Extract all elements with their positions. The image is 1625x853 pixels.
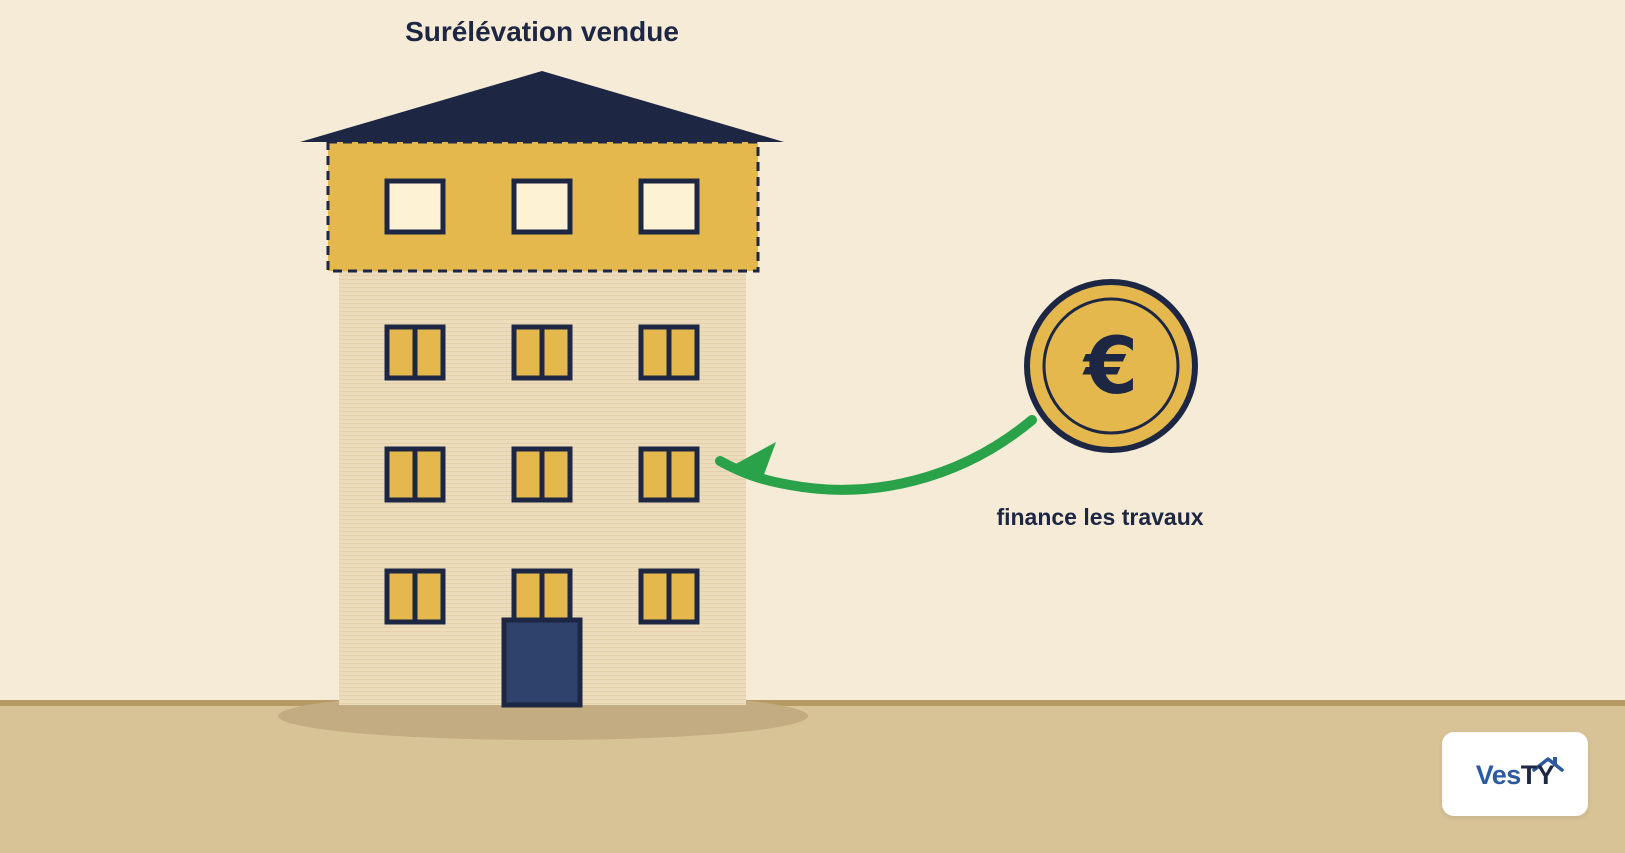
extension-title: Surélévation vendue: [405, 16, 679, 47]
building-window: [511, 568, 573, 625]
logo-text-part1: Ves: [1475, 760, 1522, 790]
building-window: [384, 446, 446, 503]
house-roof-icon: [1532, 757, 1564, 772]
ground-line: [0, 700, 1625, 706]
euro-coin: €: [1024, 279, 1198, 453]
funding-arrowhead: [732, 442, 776, 480]
extension-windows: [384, 178, 700, 235]
building-window: [511, 446, 573, 503]
building-window: [384, 324, 446, 381]
building-windows: [384, 324, 700, 625]
roof: [300, 71, 784, 142]
coin-caption: finance les travaux: [996, 504, 1204, 530]
extension-window: [511, 178, 573, 235]
vesty-logo[interactable]: VesTY: [1442, 732, 1588, 816]
building-window: [384, 568, 446, 625]
building-window: [511, 324, 573, 381]
building-door: [501, 617, 583, 708]
building-window: [638, 568, 700, 625]
logo-text: VesTY: [1442, 760, 1588, 791]
extension-window: [384, 178, 446, 235]
logo-text-part2: TY: [1520, 760, 1555, 790]
building-window: [638, 324, 700, 381]
building-window: [638, 446, 700, 503]
extension-window: [638, 178, 700, 235]
funding-arrow: [715, 415, 1037, 495]
euro-symbol: €: [1082, 322, 1138, 412]
ground: [0, 700, 1625, 853]
